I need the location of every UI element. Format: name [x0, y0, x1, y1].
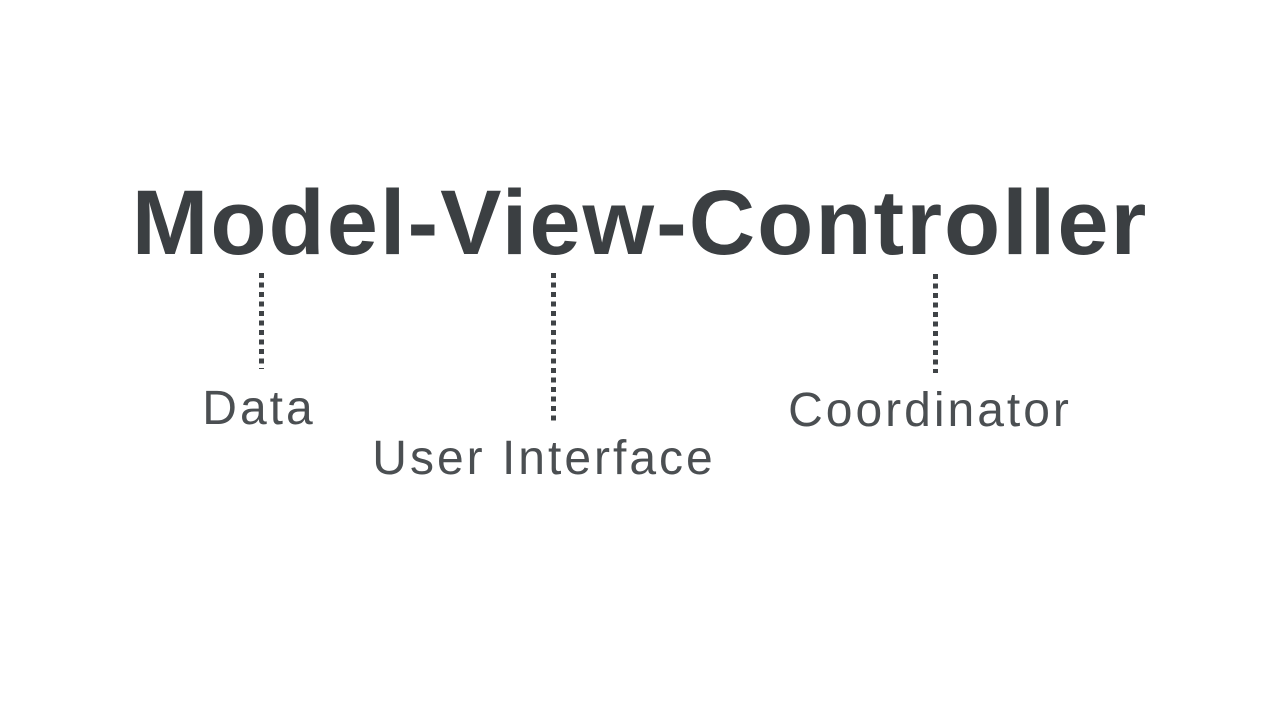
dotted-connector-view	[551, 273, 556, 421]
page-title: Model-View-Controller	[131, 172, 1149, 274]
label-model-data: Data	[202, 382, 316, 435]
label-controller-coordinator: Coordinator	[788, 384, 1072, 437]
dotted-connector-controller	[933, 274, 938, 373]
label-view-user-interface: User Interface	[372, 432, 716, 485]
dotted-connector-model	[259, 273, 264, 369]
